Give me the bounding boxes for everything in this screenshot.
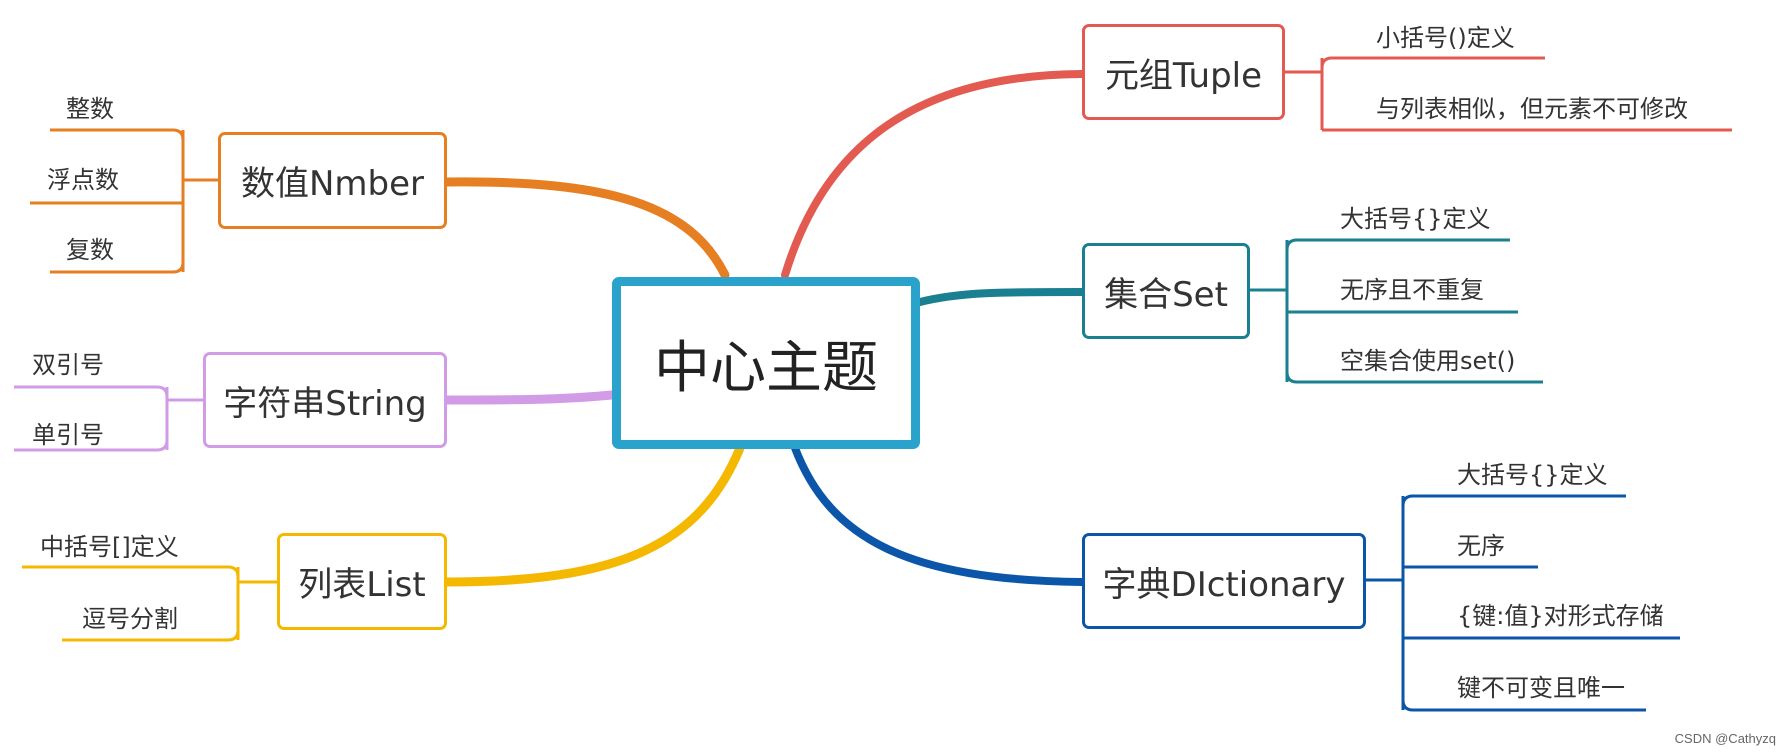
leaf-set-braces[interactable]: 大括号{}定义 xyxy=(1340,205,1491,233)
branch-number-label: 数值Nmber xyxy=(240,164,425,204)
center-label: 中心主题 xyxy=(654,335,878,401)
branch-line-dict xyxy=(791,444,1086,586)
branch-line-string xyxy=(442,390,617,405)
leaf-number-float[interactable]: 浮点数 xyxy=(47,166,119,194)
tuple-leaf-lines xyxy=(1285,56,1732,132)
leaf-string-double-quote[interactable]: 双引号 xyxy=(32,351,104,379)
branch-set-label: 集合Set xyxy=(1104,274,1228,315)
leaf-dict-keys[interactable]: 键不可变且唯一 xyxy=(1457,674,1625,702)
branch-dict-label: 字典DIctionary xyxy=(1102,564,1346,605)
leaf-set-empty[interactable]: 空集合使用set() xyxy=(1340,347,1516,375)
watermark: CSDN @Cathyzq xyxy=(1674,731,1776,746)
leaf-dict-kv[interactable]: {键:值}对形式存储 xyxy=(1457,602,1664,630)
branch-line-list xyxy=(442,443,745,587)
leaf-number-complex[interactable]: 复数 xyxy=(66,236,114,264)
leaf-number-integer[interactable]: 整数 xyxy=(66,95,114,123)
branch-line-number xyxy=(442,177,730,280)
leaf-list-comma[interactable]: 逗号分割 xyxy=(82,605,178,633)
leaf-string-single-quote[interactable]: 单引号 xyxy=(32,421,104,449)
center-node[interactable]: 中心主题 xyxy=(612,277,920,449)
branch-list[interactable]: 列表List xyxy=(277,533,447,630)
branch-set[interactable]: 集合Set xyxy=(1082,243,1250,339)
leaf-dict-braces[interactable]: 大括号{}定义 xyxy=(1457,461,1608,489)
branch-string[interactable]: 字符串String xyxy=(203,352,447,448)
leaf-tuple-parens[interactable]: 小括号()定义 xyxy=(1376,24,1515,52)
set-leaf-lines xyxy=(1250,238,1543,384)
number-leaf-lines xyxy=(30,128,218,274)
leaf-list-brackets[interactable]: 中括号[]定义 xyxy=(40,533,179,561)
leaf-set-unordered[interactable]: 无序且不重复 xyxy=(1340,276,1484,304)
leaf-tuple-immutable[interactable]: 与列表相似，但元素不可修改 xyxy=(1376,95,1688,123)
string-leaf-lines xyxy=(14,385,203,452)
branch-tuple[interactable]: 元组Tuple xyxy=(1082,24,1285,120)
branch-line-set xyxy=(916,288,1086,306)
list-leaf-lines xyxy=(22,565,277,642)
leaf-dict-unordered[interactable]: 无序 xyxy=(1457,532,1505,560)
branch-line-tuple xyxy=(781,70,1086,279)
branch-list-label: 列表List xyxy=(298,565,426,605)
branch-number[interactable]: 数值Nmber xyxy=(218,132,447,229)
dict-leaf-lines xyxy=(1366,494,1680,712)
branch-tuple-label: 元组Tuple xyxy=(1104,55,1263,96)
branch-dict[interactable]: 字典DIctionary xyxy=(1082,533,1366,629)
branch-string-label: 字符串String xyxy=(223,383,427,424)
